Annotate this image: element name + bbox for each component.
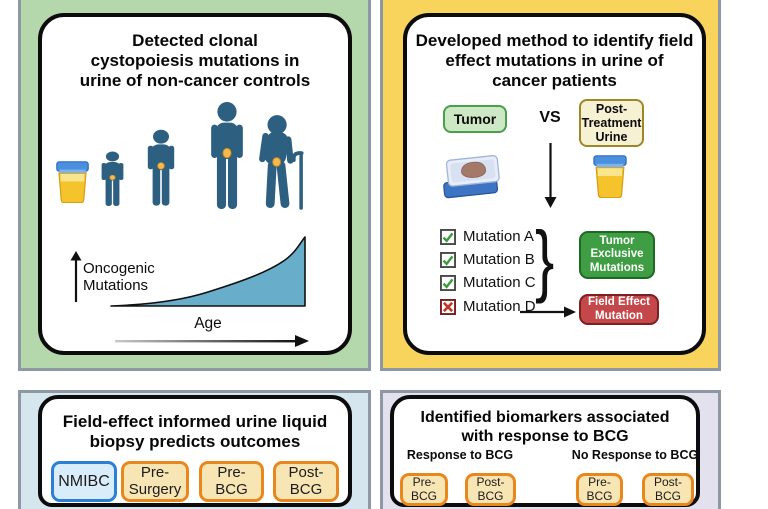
card-clonal-title: Detected clonal cystopoiesis mutations i… <box>42 31 348 91</box>
box-line: BCG <box>477 488 504 503</box>
tumor-box-label: Tumor <box>453 111 497 127</box>
mutation-label: Mutation C <box>463 274 536 291</box>
field-effect-box: Field Effect Mutation <box>579 294 659 325</box>
title-line: biopsy predicts outcomes <box>89 432 301 452</box>
urine-box-line: Urine <box>595 130 628 144</box>
pre-surgery-box: Pre- Surgery <box>121 461 189 502</box>
card-biomarkers: Identified biomarkers associated with re… <box>390 395 700 507</box>
x-axis-arrow-icon <box>115 335 309 347</box>
no-response-group-header: No Response to BCG <box>571 448 699 462</box>
title-line: Identified biomarkers associated <box>420 409 670 426</box>
person-elderly-icon <box>259 115 304 210</box>
y-label-line: Mutations <box>83 276 149 294</box>
card-biomarkers-title: Identified biomarkers associated with re… <box>394 409 696 447</box>
tumor-exclusive-box: Tumor Exclusive Mutations <box>579 231 655 279</box>
title-line: cancer patients <box>492 71 617 91</box>
person-child-icon <box>101 151 124 206</box>
mutation-row: Mutation D <box>440 298 536 315</box>
post-bcg-box: Post- BCG <box>642 473 694 506</box>
title-line: Developed method to identify field <box>415 31 694 50</box>
mutation-label: Mutation D <box>463 298 536 315</box>
box-line: BCG <box>410 488 437 503</box>
post-bcg-box: Post- BCG <box>465 473 516 506</box>
title-line: Field-effect informed urine liquid <box>62 412 328 431</box>
urine-cup-icon <box>593 155 627 198</box>
box-line: Post- <box>288 464 324 482</box>
box-line: BCG <box>654 488 681 503</box>
response-group-header: Response to BCG <box>406 448 514 462</box>
mutation-age-curve <box>110 236 306 307</box>
box-line: BCG <box>586 488 613 503</box>
title-line: urine of non-cancer controls <box>79 71 311 91</box>
right-arrow-icon <box>520 306 576 318</box>
pre-bcg-box: Pre- BCG <box>576 473 623 506</box>
post-treatment-urine-box: Post- Treatment Urine <box>579 99 644 147</box>
box-line: Tumor <box>599 234 635 247</box>
card-biopsy-title: Field-effect informed urine liquid biops… <box>42 412 348 452</box>
box-line: Pre- <box>217 464 246 482</box>
mutation-row: Mutation B <box>440 251 535 268</box>
urine-box-line: Post- <box>595 102 628 116</box>
card-method: Developed method to identify field effec… <box>403 13 706 355</box>
box-line: Post- <box>476 475 505 490</box>
checkbox-crossed-icon <box>440 298 456 315</box>
curly-brace: } <box>535 215 555 304</box>
person-adult-icon <box>211 101 243 210</box>
mutation-label: Mutation B <box>463 251 535 268</box>
title-line: effect mutations in urine of <box>445 51 664 71</box>
tissue-block-icon <box>443 155 500 199</box>
down-arrow-icon <box>544 143 557 208</box>
box-line: Mutations <box>589 261 645 274</box>
card-method-title: Developed method to identify field effec… <box>407 31 702 91</box>
tumor-box: Tumor <box>443 105 507 133</box>
checkbox-checked-icon <box>440 274 456 291</box>
title-line: with response to BCG <box>461 427 629 445</box>
mutation-row: Mutation C <box>440 274 536 291</box>
chart-y-label: Oncogenic Mutations <box>83 260 155 294</box>
nmibc-box: NMIBC <box>51 461 117 502</box>
mutation-label: Mutation A <box>463 228 534 245</box>
box-line: Exclusive <box>590 248 644 261</box>
box-line: Mutation <box>595 309 643 322</box>
vs-label: VS <box>539 109 561 126</box>
mutation-row: Mutation A <box>440 228 534 245</box>
box-line: Pre- <box>412 475 436 490</box>
box-line: Pre- <box>140 464 170 482</box>
box-line: Surgery <box>128 480 182 498</box>
urine-box-line: Treatment <box>581 116 642 130</box>
person-teen-icon <box>147 129 175 206</box>
post-bcg-box: Post- BCG <box>273 461 339 502</box>
checkbox-checked-icon <box>440 228 456 245</box>
y-label-line: Oncogenic <box>83 260 155 277</box>
title-line: Detected clonal <box>132 31 258 50</box>
box-line: Pre- <box>588 475 611 490</box>
chart-x-label: Age <box>194 315 222 332</box>
urine-cup-icon <box>56 161 89 203</box>
card-biopsy: Field-effect informed urine liquid biops… <box>38 395 352 507</box>
box-label: NMIBC <box>58 472 110 490</box>
pre-bcg-box: Pre- BCG <box>199 461 264 502</box>
box-line: Post- <box>653 475 682 490</box>
card-clonal: Detected clonal cystopoiesis mutations i… <box>38 13 352 355</box>
box-line: BCG <box>215 480 248 498</box>
title-line: cystopoiesis mutations in <box>90 51 300 71</box>
checkbox-checked-icon <box>440 251 456 268</box>
y-axis-arrow-icon <box>70 251 82 302</box>
box-line: Field Effect <box>588 295 650 308</box>
pre-bcg-box: Pre- BCG <box>400 473 448 506</box>
box-line: BCG <box>289 480 323 498</box>
